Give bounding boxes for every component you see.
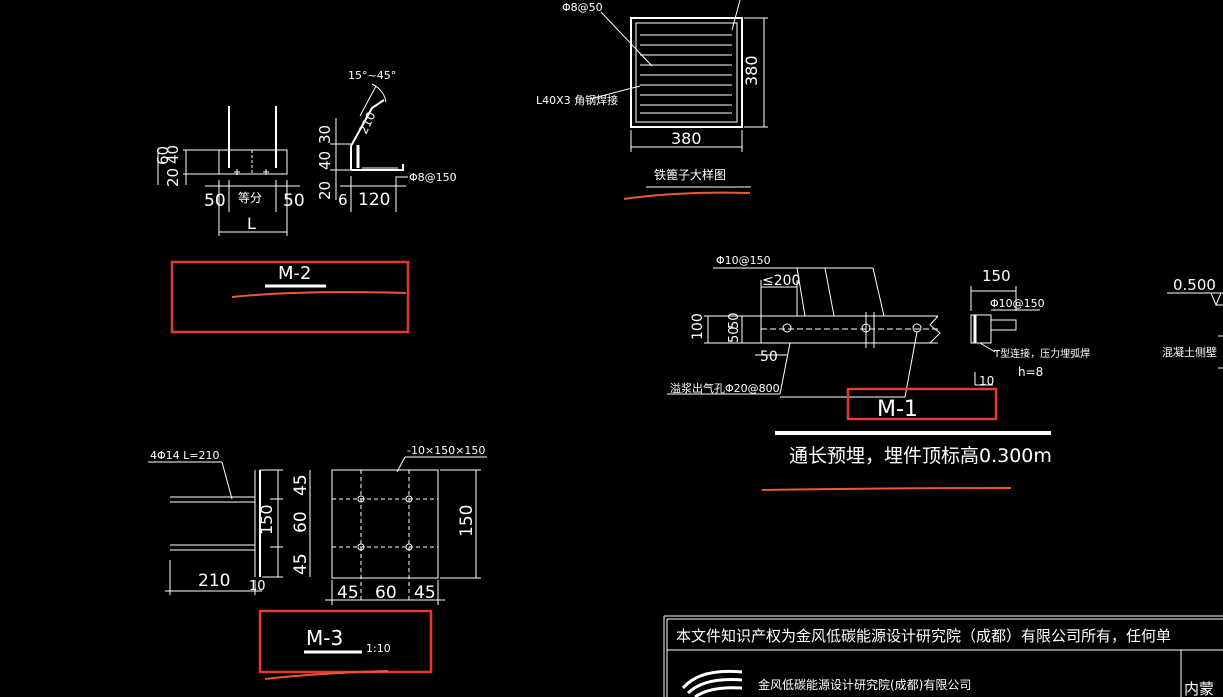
m3-bottom-60: 60 [375,583,397,603]
m3-scale: 1:10 [366,642,391,655]
m1-highlight-box [846,387,998,421]
m1-detail [667,267,1040,398]
m3-side-60: 60 [291,511,311,533]
m1-h50b: 50 [727,312,742,329]
m3-anchor: 4Φ14 L=210 [150,449,220,462]
m2-dim-20: 20 [164,168,182,187]
m1-h50a: 50 [727,326,742,343]
m1-markup-stroke [761,487,1012,491]
m2-dim-50-left: 50 [204,191,226,211]
m2-rebar: Φ8@150 [409,171,457,184]
m1-b10: 10 [979,374,994,388]
m2-dim-60: 60 [154,146,172,165]
m3-t10: 10 [249,579,266,594]
m1-vent: 溢浆出气孔Φ20@800 [670,381,780,395]
m1-note: 通长预埋，埋件顶标高0.300m [789,445,1052,467]
basket-markup-stroke [623,191,751,200]
m2-bottom-6: 6 [338,191,348,209]
m2-side-20: 20 [316,181,334,200]
basket-angle-steel: L40X3 角钢焊接 [536,93,618,107]
m3-side-45b: 45 [291,553,311,575]
company-logo [681,669,743,697]
titleblock-notice: 本文件知识产权为金风低碳能源设计研究院（成都）有限公司所有，任何单 [676,627,1171,645]
m1-h100: 100 [690,313,706,340]
m2-angle: 15°~45° [348,69,396,82]
m2-dim-L: L [247,214,256,233]
m2-highlight-box [170,260,410,334]
m2-bottom-120: 120 [358,190,390,210]
m2-dim-50-right: 50 [283,191,305,211]
m2-side-30: 30 [316,125,334,144]
m3-highlight-box [258,609,433,674]
basket-height: 380 [742,55,761,86]
basket-title: 铁篦子大样图 [654,167,726,182]
m2-label-equal: 等分 [238,191,262,205]
m1-rebar-top: Φ10@150 [716,254,771,267]
right-level: 0.500 [1173,276,1216,294]
m2-slope-210: 210 [356,110,378,137]
m2-title: M-2 [278,263,311,284]
m3-side-45a: 45 [291,474,311,496]
m1-bottom-50: 50 [760,349,778,365]
title-block [663,615,1223,697]
m1-h8: h=8 [1018,365,1043,379]
m3-bottom-45b: 45 [414,583,436,603]
m1-spacing: ≤200 [762,273,800,289]
m1-side-rebar: Φ10@150 [990,297,1045,310]
m1-side-150: 150 [982,267,1011,285]
m3-bottom-45a: 45 [337,583,359,603]
m3-plate: -10×150×150 [407,444,485,457]
m1-weld: T型连接，压力埋弧焊 [993,347,1090,360]
basket-detail [589,0,768,188]
basket-rebar: Φ8@50 [562,1,603,14]
m2-side-40: 40 [316,151,334,170]
m3-side-150: 150 [257,504,276,535]
m3-title: M-3 [306,626,343,650]
m1-title: M-1 [877,397,918,422]
right-wall: 混凝土侧壁 [1162,345,1217,359]
titleblock-company: 金风低碳能源设计研究院(成都)有限公司 [758,677,971,692]
m2-markup-stroke [231,291,407,298]
m3-right-150: 150 [457,505,477,537]
m2-plate [218,149,288,175]
m2-bent-bar [350,99,385,170]
m2-dim-40: 40 [164,145,182,164]
m3-detail [148,456,487,605]
basket-width: 380 [671,129,702,148]
m3-len-210: 210 [198,571,230,591]
m2-detail [157,83,408,236]
m3-markup-stroke [264,670,389,680]
titleblock-project-part: 内蒙 [1184,680,1214,697]
